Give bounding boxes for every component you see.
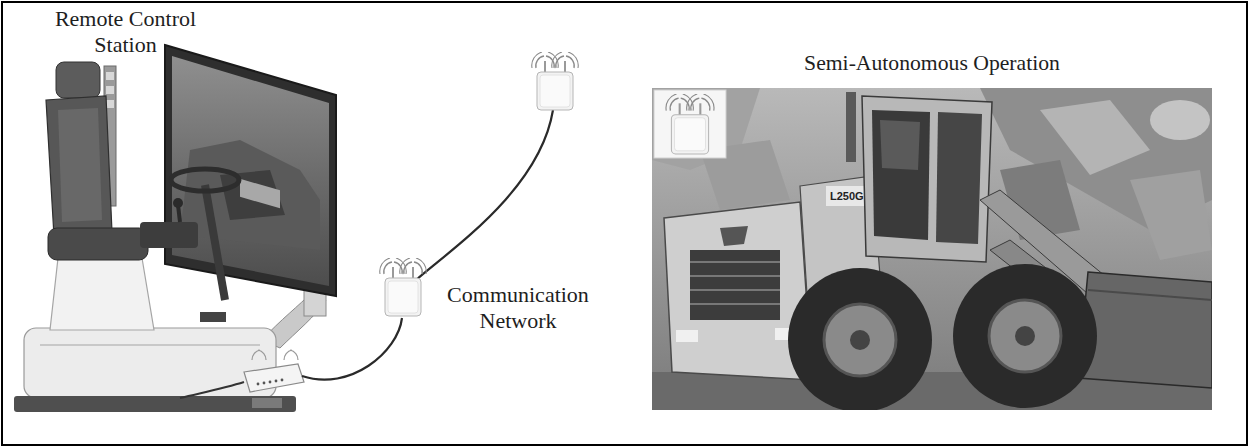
model-plate: L250G [830,190,864,203]
access-point [380,258,426,316]
network-label: Communication Network [428,282,608,334]
access-point [532,52,578,110]
photo-panel: Semi-Autonomous Operation [652,50,1212,412]
network-cable [302,110,553,380]
loader-photo [652,88,1212,410]
panel-heading: Semi-Autonomous Operation [652,50,1212,76]
router [244,350,304,392]
access-point [666,94,714,154]
station-title: Remote Control Station [38,6,213,58]
control-station [14,45,336,412]
